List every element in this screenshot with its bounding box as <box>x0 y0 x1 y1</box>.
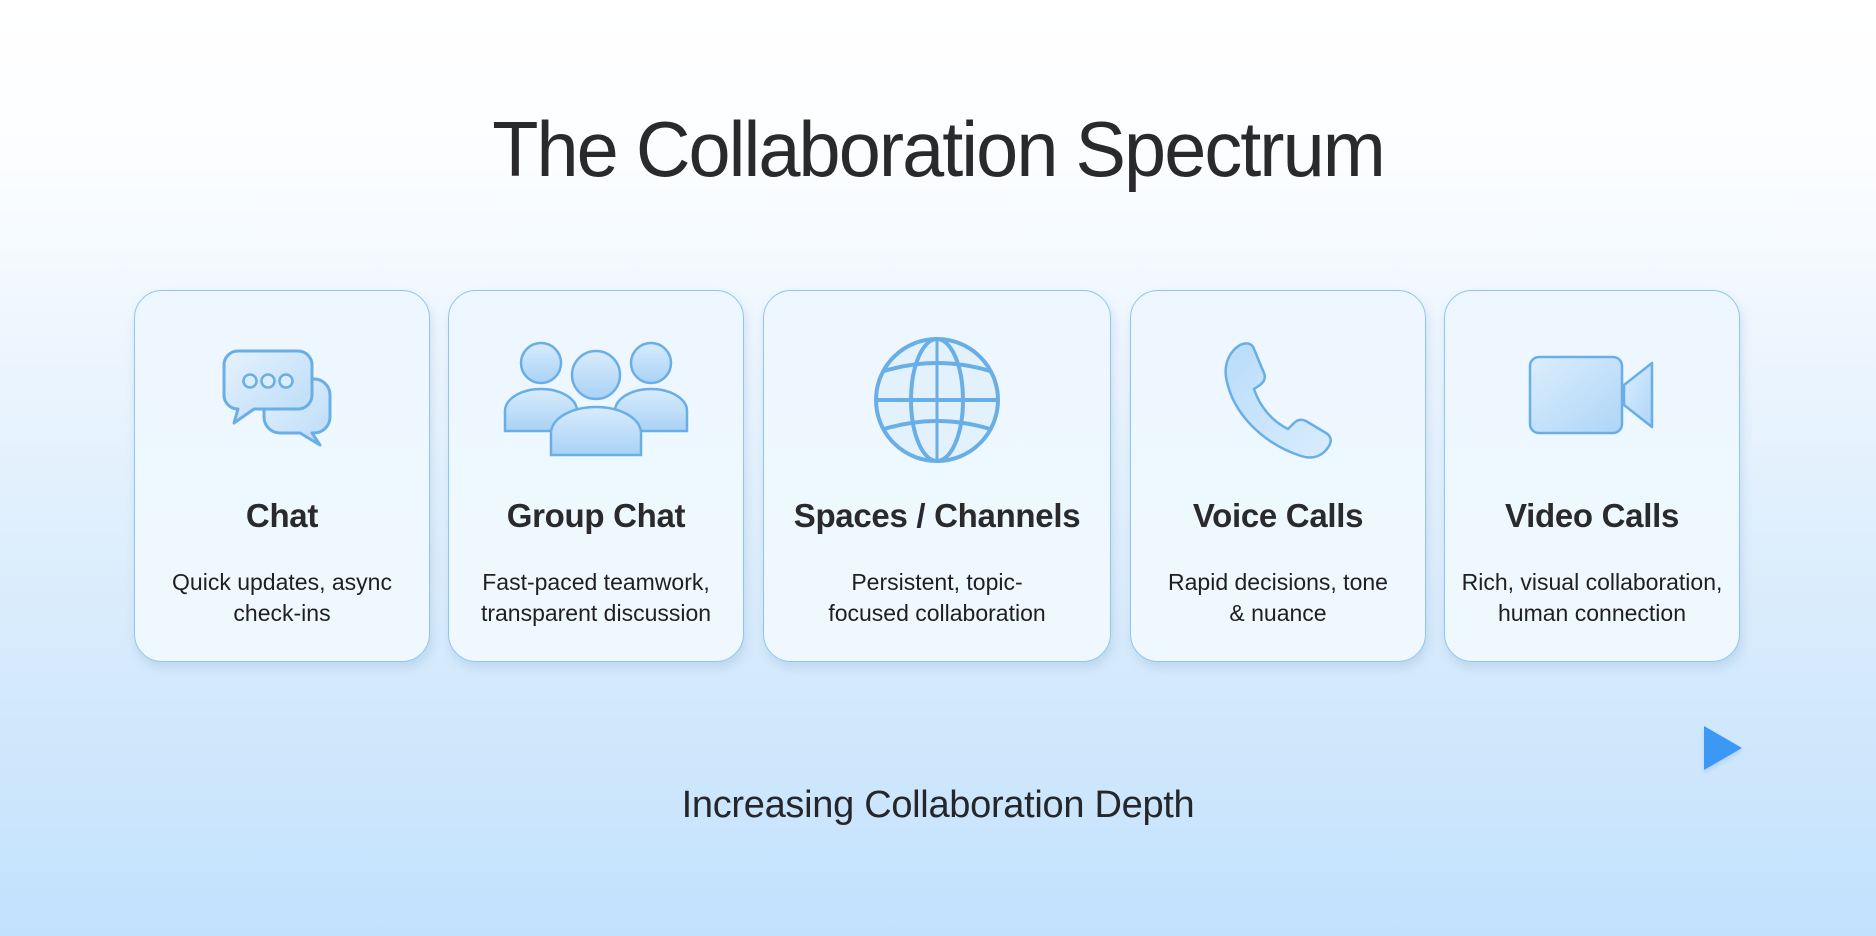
description-line: Fast-paced teamwork, <box>482 569 710 595</box>
description-line: Persistent, topic- <box>851 569 1023 595</box>
card-description: Quick updates, async check-ins <box>143 567 421 629</box>
description-line: check-ins <box>233 600 331 626</box>
card-title: Group Chat <box>506 497 686 534</box>
card-video-calls: Video Calls Rich, visual collaboration, … <box>1444 290 1740 662</box>
video-camera-icon <box>1528 355 1656 435</box>
globe-icon <box>872 335 1002 465</box>
description-line: focused collaboration <box>828 600 1046 626</box>
description-line: & nuance <box>1229 600 1327 626</box>
phone-icon <box>1222 341 1334 459</box>
card-title: Spaces / Channels <box>793 497 1081 534</box>
card-group-chat: Group Chat Fast-paced teamwork, transpar… <box>448 290 744 662</box>
card-title: Chat <box>245 497 319 534</box>
description-line: Rapid decisions, tone <box>1168 569 1388 595</box>
card-description: Persistent, topic- focused collaboration <box>772 567 1102 629</box>
page-title: The Collaboration Spectrum <box>492 105 1386 193</box>
card-title: Voice Calls <box>1192 497 1364 534</box>
card-chat: Chat Quick updates, async check-ins <box>134 290 430 662</box>
description-line: human connection <box>1498 600 1686 626</box>
card-title: Video Calls <box>1505 497 1679 534</box>
chat-bubbles-icon <box>212 339 352 459</box>
axis-label: Increasing Collaboration Depth <box>681 784 1195 826</box>
spectrum-arrow <box>140 724 1746 774</box>
card-voice-calls: Voice Calls Rapid decisions, tone & nuan… <box>1130 290 1426 662</box>
card-spaces-channels: Spaces / Channels Persistent, topic- foc… <box>763 290 1111 662</box>
card-description: Rich, visual collaboration, human connec… <box>1453 567 1731 629</box>
description-line: Quick updates, async <box>172 569 392 595</box>
description-line: transparent discussion <box>480 600 712 626</box>
card-description: Rapid decisions, tone & nuance <box>1139 567 1417 629</box>
description-line: Rich, visual collaboration, <box>1461 569 1723 595</box>
group-people-icon <box>501 339 691 459</box>
card-description: Fast-paced teamwork, transparent discuss… <box>457 567 735 629</box>
